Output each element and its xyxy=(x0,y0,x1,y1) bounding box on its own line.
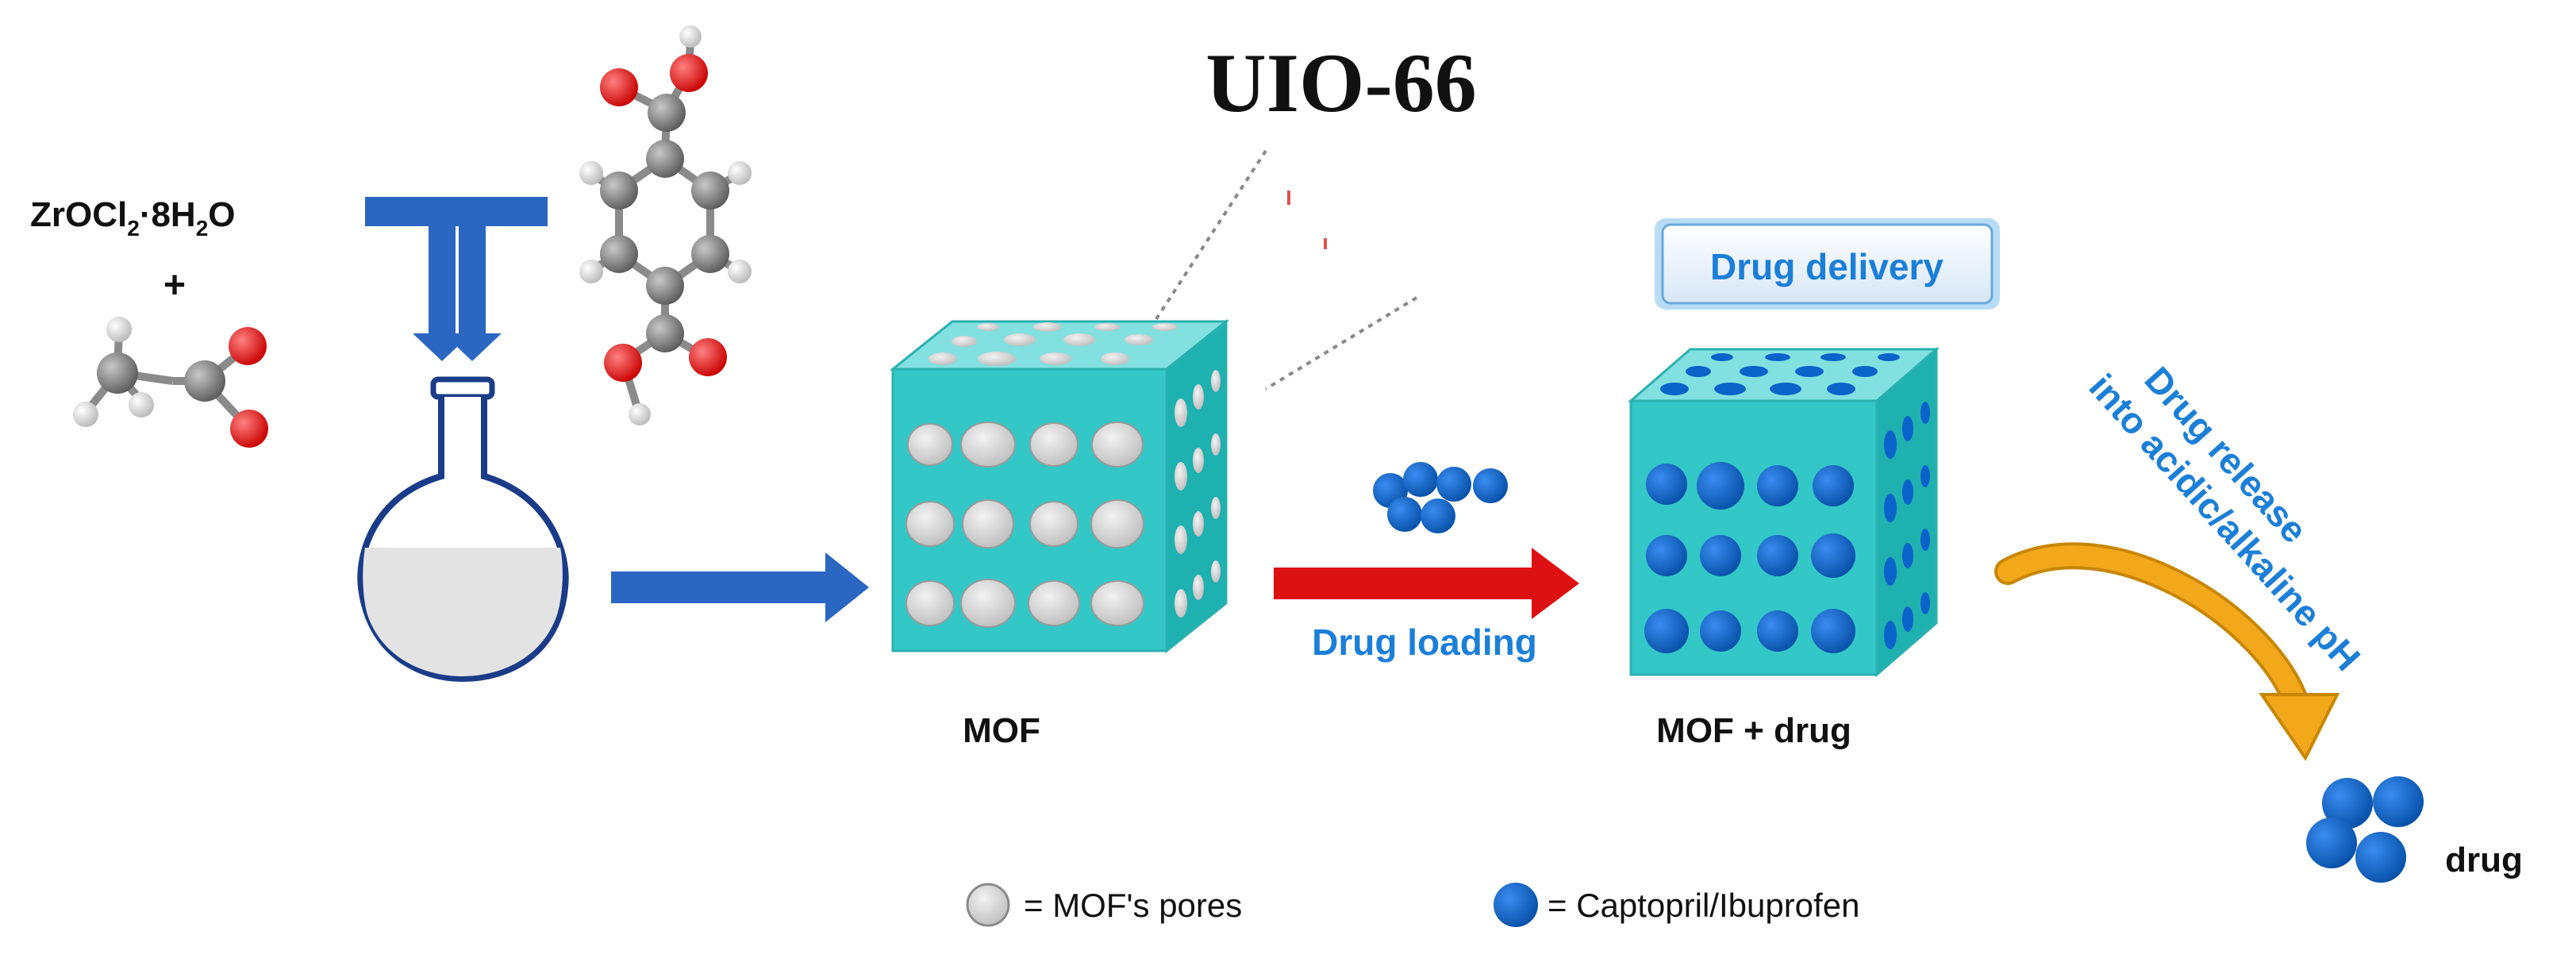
legend: = MOF's pores = Captopril/Ibuprofen xyxy=(966,883,1859,927)
svg-text:ZrOCl2·8H2O: ZrOCl2·8H2O xyxy=(30,195,236,241)
legend-pore-swatch xyxy=(966,883,1010,927)
acetic-acid-atoms xyxy=(73,317,268,448)
mof-cube xyxy=(889,318,1230,654)
mof-front-pores xyxy=(905,421,1144,628)
title-pointer-lines xyxy=(1153,149,1418,391)
drug-delivery-label: Drug delivery xyxy=(1710,246,1944,287)
converging-arrows xyxy=(365,197,548,361)
drug-cluster-released xyxy=(2306,776,2424,883)
mof-top-pores xyxy=(929,322,1178,366)
diagram-title: UIO-66 xyxy=(1205,37,1477,129)
mof-drug-top-fill xyxy=(1660,353,1900,395)
mof-drug-front-fill xyxy=(1644,462,1855,653)
legend-drug-swatch xyxy=(1494,883,1538,927)
legend-drug-label: = Captopril/Ibuprofen xyxy=(1548,887,1859,924)
mof-label: MOF xyxy=(963,711,1040,750)
drug-delivery-badge: Drug delivery xyxy=(1655,218,2000,310)
mof-drug-label: MOF + drug xyxy=(1656,711,1851,750)
drug-label: drug xyxy=(2445,841,2523,879)
metal-salt-formula: ZrOCl2·8H2O xyxy=(30,195,236,241)
drug-release-arrow xyxy=(1994,542,2340,761)
title-marks xyxy=(1287,191,1327,249)
drug-loading-arrow xyxy=(1274,548,1579,619)
mof-side-pores xyxy=(1175,370,1221,618)
synthesis-arrow xyxy=(611,552,869,622)
plus-sign: + xyxy=(163,264,186,306)
flask-icon xyxy=(357,376,569,683)
drug-cluster-small xyxy=(1373,462,1508,533)
terephthalic-acid-atoms xyxy=(579,25,752,425)
legend-pore-label: = MOF's pores xyxy=(1024,887,1242,924)
svg-text:into acidic/alkaline pH: into acidic/alkaline pH xyxy=(2082,366,2369,679)
mof-drug-side-fill xyxy=(1884,402,1930,649)
drug-loading-label: Drug loading xyxy=(1312,622,1537,663)
mof-drug-cube xyxy=(1627,346,1940,678)
